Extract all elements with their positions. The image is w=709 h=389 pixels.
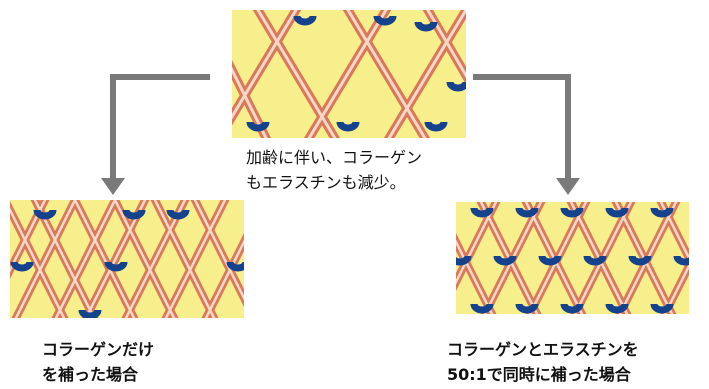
elastin-knot: [33, 209, 57, 220]
elastin-knot: [538, 255, 562, 266]
elastin-knot: [446, 81, 466, 92]
panel-collagen-only: [10, 200, 244, 318]
caption-collagen-only-line-1: コラーゲンだけ: [42, 340, 155, 359]
elastin-knot: [456, 255, 472, 266]
elastin-knot: [336, 121, 360, 132]
caption-collagen-only: コラーゲンだけ を補った場合: [42, 337, 154, 387]
elastin-knot: [515, 303, 539, 314]
caption-collagen-elastin: コラーゲンとエラスチンを 50:1で同時に補った場合: [447, 337, 639, 387]
elastin-knot: [605, 207, 629, 218]
elastin-knot: [373, 15, 397, 26]
elastin-knot: [650, 303, 674, 314]
elastin-knot: [560, 303, 584, 314]
arrow-right-head: [556, 178, 580, 195]
elastin-knot: [470, 303, 494, 314]
caption-aging-line-2: もエラスチンも減少。: [246, 173, 406, 192]
panel-aged-fibers: [232, 10, 466, 138]
elastin-knot: [628, 255, 652, 266]
caption-collagen-only-line-2: を補った場合: [42, 365, 139, 384]
elastin-knot: [583, 255, 607, 266]
elastin-knot: [605, 303, 629, 314]
elastin-knot: [293, 15, 317, 26]
elastin-knot: [650, 207, 674, 218]
caption-aging-line-1: 加齢に伴い、コラーゲン: [246, 148, 423, 167]
elastin-knot: [424, 121, 448, 132]
elastin-knot: [10, 261, 34, 272]
elastin-knot: [515, 207, 539, 218]
elastin-knot: [673, 255, 689, 266]
elastin-knot: [122, 209, 146, 220]
caption-collagen-elastin-line-2: 50:1で同時に補った場合: [447, 365, 631, 384]
elastin-knot: [104, 261, 128, 272]
panel-collagen-elastin: [456, 202, 689, 314]
elastin-knot: [560, 207, 584, 218]
elastin-knot: [414, 21, 438, 32]
arrow-left: [110, 74, 210, 180]
elastin-knot: [226, 261, 244, 272]
elastin-knot: [166, 209, 190, 220]
arrow-left-head: [101, 178, 125, 195]
caption-collagen-elastin-line-1: コラーゲンとエラスチンを: [447, 340, 639, 359]
elastin-knot: [470, 207, 494, 218]
elastin-knot: [493, 255, 517, 266]
elastin-knot: [246, 121, 270, 132]
caption-aging: 加齢に伴い、コラーゲン もエラスチンも減少。: [246, 145, 422, 195]
arrow-right: [473, 74, 571, 180]
elastin-knot: [78, 309, 102, 318]
